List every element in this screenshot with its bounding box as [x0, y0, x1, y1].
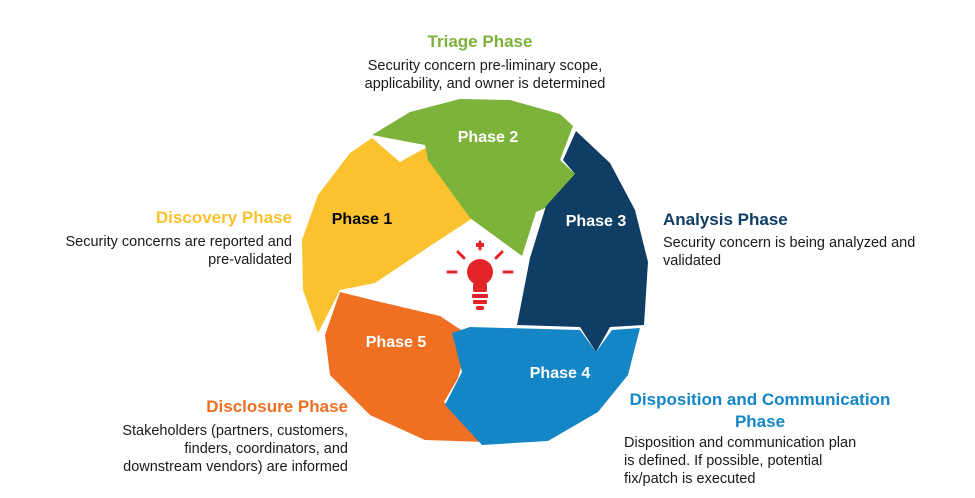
- phase-3-arrow: [517, 131, 648, 352]
- disclosure-phase-description-line-1: Stakeholders (partners, customers,: [122, 423, 348, 439]
- analysis-phase-title: Analysis Phase: [663, 210, 788, 229]
- disposition-phase-description-line-2: is defined. If possible, potential: [624, 453, 823, 469]
- phase-1-label: Phase 1: [332, 211, 393, 228]
- triage-phase-description-line-1: Security concern pre-liminary scope,: [367, 58, 603, 74]
- discovery-phase-title: Discovery Phase: [155, 208, 292, 227]
- lightbulb-icon: [446, 240, 514, 310]
- phase-2-arrow: [372, 99, 590, 256]
- triage-phase-description-line-2: applicability, and owner is determined: [364, 76, 606, 92]
- phase-1-arrow: [302, 138, 473, 333]
- disposition-phase-description-line-3: fix/patch is executed: [624, 471, 756, 487]
- phase-2-label: Phase 2: [458, 129, 519, 146]
- disclosure-phase-description-line-3: downstream vendors) are informed: [123, 459, 348, 475]
- discovery-phase-description-line-1: Security concerns are reported and: [65, 234, 293, 250]
- disclosure-phase-title: Disclosure Phase: [206, 397, 348, 416]
- disposition-phase-title-line-1: Disposition and Communication: [629, 390, 891, 409]
- phase-4-label: Phase 4: [530, 365, 591, 382]
- phase-5-label: Phase 5: [366, 334, 427, 351]
- phase-5-arrow: [325, 292, 485, 442]
- phase-4-arrow: [445, 327, 640, 445]
- analysis-phase-description-line-1: Security concern is being analyzed and: [663, 235, 916, 251]
- analysis-phase-description-line-2: validated: [663, 253, 722, 269]
- disclosure-phase-description-line-2: finders, coordinators, and: [184, 441, 348, 457]
- triage-phase-title: Triage Phase: [427, 32, 533, 51]
- discovery-phase-description-line-2: pre-validated: [208, 252, 292, 268]
- disposition-phase-description-line-1: Disposition and communication plan: [624, 435, 857, 451]
- phase-3-label: Phase 3: [566, 213, 627, 230]
- disposition-phase-title-line-2: Phase: [734, 412, 786, 431]
